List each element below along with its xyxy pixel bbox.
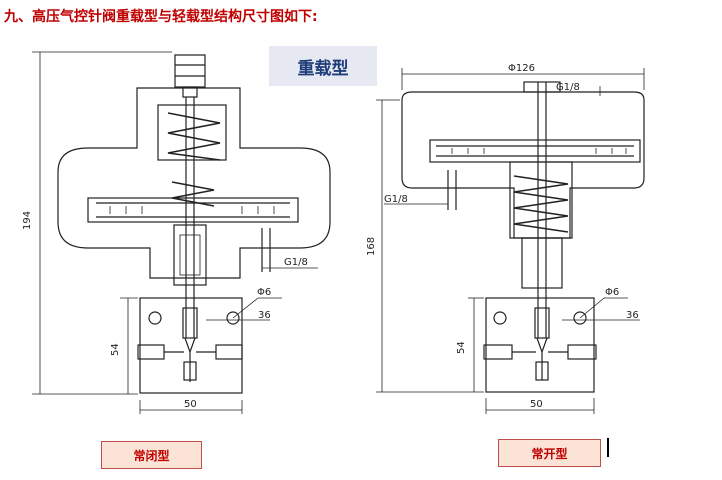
page-heading: 九、高压气控针阀重载型与轻载型结构尺寸图如下: (4, 9, 318, 25)
right-side-port-dim: G1/8 (384, 194, 408, 205)
right-block-height-dim: 54 (456, 341, 467, 354)
right-bonnet-body (401, 91, 645, 239)
left-hole-dim: Φ6 (257, 287, 271, 298)
right-spring (513, 175, 569, 233)
text-cursor (607, 438, 609, 457)
left-valve-drawing (57, 54, 331, 394)
right-mount-hole (493, 311, 507, 325)
left-size-dim: 36 (258, 310, 271, 321)
right-size-dim: 36 (626, 310, 639, 321)
left-block-height-dim: 54 (110, 343, 121, 356)
caption-normally-open: 常开型 (498, 439, 601, 467)
right-width-dim: 50 (530, 399, 543, 410)
technical-drawing: 194 G1/8 Φ6 36 54 50 (22, 51, 645, 414)
left-height-dim: 194 (22, 211, 33, 230)
right-mount-hole-right (573, 311, 587, 325)
right-valve-drawing (401, 81, 645, 393)
caption-normally-closed: 常闭型 (101, 441, 202, 469)
left-width-dim: 50 (184, 399, 197, 410)
right-top-port-dim: G1/8 (556, 82, 580, 93)
right-diameter-dim: Φ126 (508, 63, 535, 74)
left-bonnet-body (57, 87, 331, 279)
type-badge: 重载型 (269, 46, 377, 86)
left-mount-hole-right (226, 311, 240, 325)
left-lower-spring (171, 181, 215, 207)
right-hole-dim: Φ6 (605, 287, 619, 298)
left-mount-hole (148, 311, 162, 325)
right-height-dim: 168 (366, 237, 377, 256)
left-dimensions (32, 51, 318, 414)
right-dimensions (376, 68, 645, 414)
left-top-nut (174, 54, 206, 88)
left-port-dim: G1/8 (284, 257, 308, 268)
